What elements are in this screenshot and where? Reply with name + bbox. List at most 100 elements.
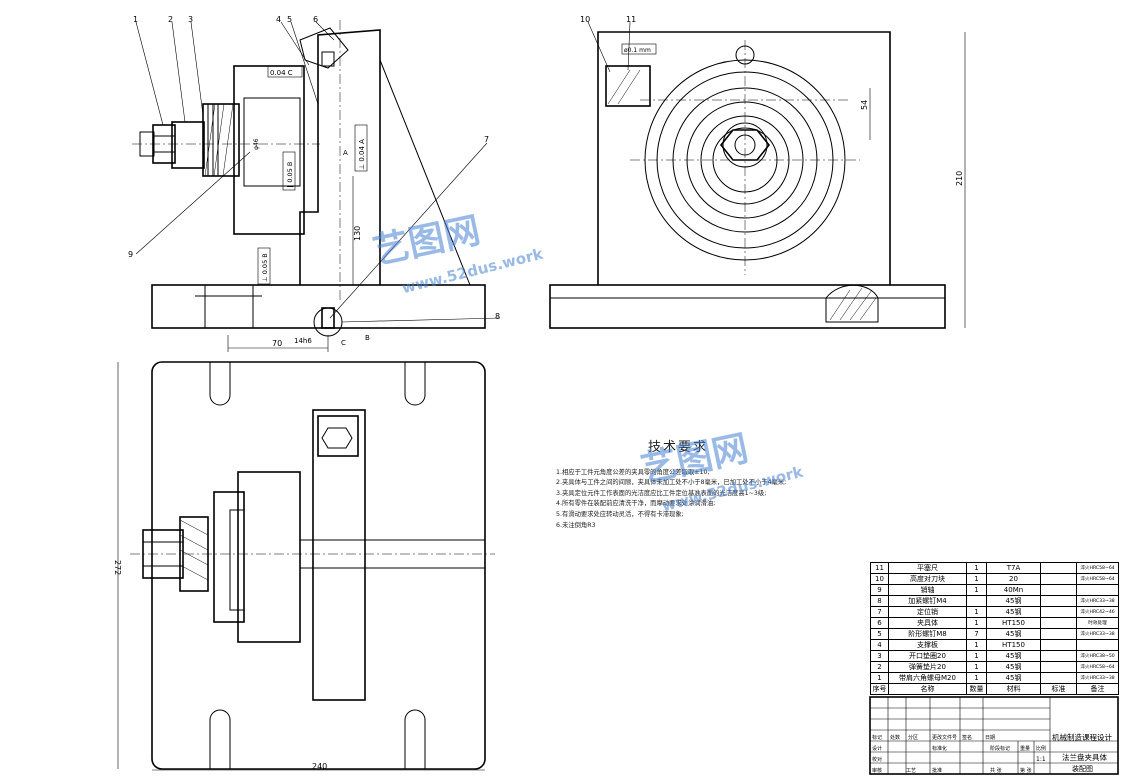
title-role-3: 工艺 xyxy=(906,768,916,774)
bom-cell-qty: 7 xyxy=(966,628,987,640)
bom-cell-qty: 1 xyxy=(966,606,987,618)
bom-cell-material: HT150 xyxy=(986,639,1041,651)
hex-nut xyxy=(171,121,205,169)
title-cell-5: 共 张 xyxy=(990,767,1002,774)
bom-cell-note: 淬火HRC42~46 xyxy=(1076,606,1119,618)
bom-header-material: 材料 xyxy=(986,683,1041,695)
bom-cell-note: 淬火HRC33~38 xyxy=(1076,672,1119,684)
dim-130: 130 xyxy=(353,226,362,241)
datum-a: A xyxy=(343,149,348,157)
tolerance-frame-bottom-text: ⊥ 0.05 B xyxy=(261,253,269,282)
bom-cell-material: 45钢 xyxy=(986,672,1041,684)
side-tolerance-text: ø0.1 mm xyxy=(624,47,651,54)
bom-cell-note xyxy=(1076,639,1119,651)
part-label-6: 6 xyxy=(313,15,318,24)
bom-cell-name: 定位销 xyxy=(888,606,967,618)
front-view: 0.04 C ⊥ 0.04 A ∥ 0.05 B ⊥ 0.05 B φ46 70… xyxy=(132,20,501,352)
bom-cell-qty: 1 xyxy=(966,584,987,596)
dim-272: 272 xyxy=(113,560,122,575)
title-mark-5: 日期 xyxy=(985,735,995,741)
bom-cell-qty: 1 xyxy=(966,672,987,684)
bom-header-no: 序号 xyxy=(870,683,889,695)
part-label-8: 8 xyxy=(495,312,500,321)
side-body xyxy=(597,31,891,285)
bom-cell-material: 40Mn xyxy=(986,584,1041,596)
bom-header-note: 备注 xyxy=(1076,683,1119,695)
title-block: 机械制造课程设计 法兰盘夹具体 装配图 1:1 标记 处数 分区 更改文件号 签… xyxy=(869,696,1119,775)
bom-cell-note: 时效处理 xyxy=(1076,617,1119,629)
bom-cell-note: 淬火HRC33~38 xyxy=(1076,628,1119,640)
title-cell-1: 批准 xyxy=(932,767,942,774)
bom-cell-no: 5 xyxy=(870,628,889,640)
bom-cell-no: 7 xyxy=(870,606,889,618)
bom-cell-name: 支撑板 xyxy=(888,639,967,651)
dim-70: 70 xyxy=(272,339,282,348)
bom-cell-qty: 1 xyxy=(966,661,987,673)
bom-cell-qty: 1 xyxy=(966,639,987,651)
bom-cell-std xyxy=(1040,672,1077,684)
tolerance-frame-low-text: ∥ 0.05 B xyxy=(286,162,294,188)
bom-cell-material: 45钢 xyxy=(986,595,1041,607)
tech-item: 4.所有零件在装配前应清洗干净，而摩动要求处涂润滑油; xyxy=(556,500,716,508)
title-mark-0: 标记 xyxy=(872,734,882,741)
title-drawing-name: 法兰盘夹具体 xyxy=(1062,752,1107,762)
bom-cell-std xyxy=(1040,628,1077,640)
bom-header: 序号 名称 数量 材料 标准 备注 xyxy=(870,683,1119,695)
tolerance-frame-top-text: 0.04 C xyxy=(270,69,293,77)
bom-cell-material: 45钢 xyxy=(986,650,1041,662)
tolerance-frame-mid xyxy=(354,124,368,172)
bom-cell-note: 淬火HRC58~64 xyxy=(1076,562,1119,574)
dim-54: 54 xyxy=(860,100,869,110)
part-label-2: 2 xyxy=(168,15,173,24)
title-role-0: 设计 xyxy=(872,745,882,752)
bom-header-qty: 数量 xyxy=(966,683,987,695)
bom-cell-note: 淬火HRC33~38 xyxy=(1076,595,1119,607)
title-mark-1: 处数 xyxy=(890,734,900,741)
bom-cell-no: 9 xyxy=(870,584,889,596)
bom-cell-std xyxy=(1040,661,1077,673)
tolerance-frame-top xyxy=(267,65,303,78)
base-plate xyxy=(151,284,486,329)
bom-cell-std xyxy=(1040,595,1077,607)
part-label-7: 7 xyxy=(484,135,489,144)
bom-cell-qty: 1 xyxy=(966,573,987,585)
bom-cell-note: 淬火HRC38~50 xyxy=(1076,650,1119,662)
bom-cell-note: 淬火HRC58~64 xyxy=(1076,573,1119,585)
bom-cell-name: 带肩六角螺母M20 xyxy=(888,672,967,684)
title-mark-2: 分区 xyxy=(908,734,918,741)
bom-cell-name: 加紧螺钉M4 xyxy=(888,595,967,607)
title-course: 机械制造课程设计 xyxy=(1052,732,1112,742)
title-mark-4: 签名 xyxy=(962,734,972,741)
bom-cell-std xyxy=(1040,639,1077,651)
bom-cell-no: 2 xyxy=(870,661,889,673)
bom-cell-std xyxy=(1040,617,1077,629)
title-cell-2: 阶段标记 xyxy=(990,745,1010,752)
bom-cell-std xyxy=(1040,606,1077,618)
bom-cell-material: T7A xyxy=(986,562,1041,574)
fixture-body xyxy=(299,29,381,285)
title-cell-0: 标准化 xyxy=(932,745,947,752)
title-cell-6: 第 张 xyxy=(1020,767,1032,774)
bom-cell-note: 淬火HRC58~64 xyxy=(1076,661,1119,673)
bom-cell-note xyxy=(1076,584,1119,596)
technical-requirements: 技术要求 1.相应于工件元角度公差的夹具零的角度公差取取±10; 2.夹具体与工… xyxy=(556,440,856,531)
tech-item: 1.相应于工件元角度公差的夹具零的角度公差取取±10; xyxy=(556,468,710,476)
datum-c: C xyxy=(341,339,346,347)
tech-title: 技术要求 xyxy=(648,440,709,455)
bom-cell-material: 45钢 xyxy=(986,661,1041,673)
side-view: ø0.1 mm 54 210 xyxy=(549,21,966,329)
part-number-labels: 1 2 3 4 5 6 7 8 9 10 11 xyxy=(128,15,636,321)
bom-cell-no: 11 xyxy=(870,562,889,574)
bom-cell-no: 8 xyxy=(870,595,889,607)
